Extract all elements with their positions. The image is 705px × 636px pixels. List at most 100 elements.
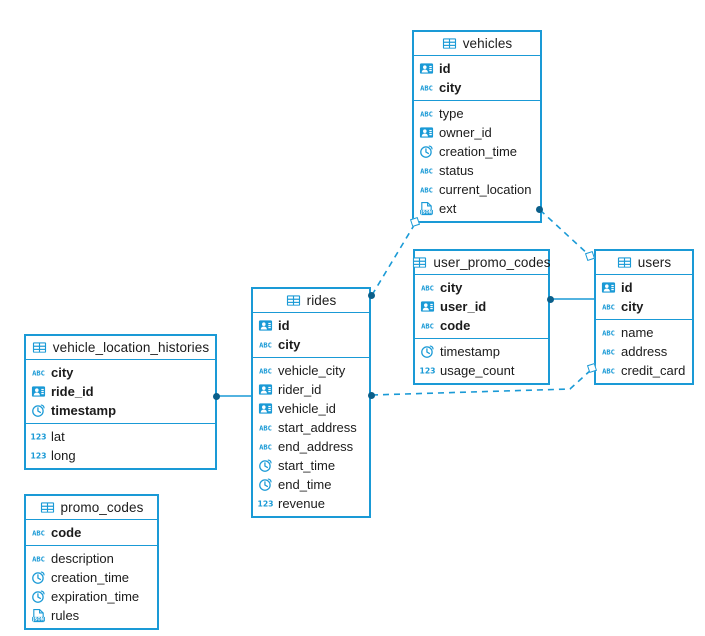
column-name: city bbox=[621, 299, 644, 314]
table-header[interactable]: user_promo_codes bbox=[413, 251, 550, 275]
pk-column-row[interactable]: user_id bbox=[415, 297, 548, 316]
column-row[interactable]: rider_id bbox=[253, 380, 369, 399]
svg-text:ABC: ABC bbox=[32, 529, 45, 538]
column-name: address bbox=[621, 344, 668, 359]
column-name: usage_count bbox=[440, 363, 515, 378]
column-row[interactable]: creation_time bbox=[26, 568, 157, 587]
column-row[interactable]: creation_time bbox=[414, 142, 540, 161]
table-header[interactable]: promo_codes bbox=[26, 496, 157, 520]
table-grid-icon bbox=[40, 500, 55, 515]
pk-column-row[interactable]: id bbox=[253, 316, 369, 335]
json-document-icon: JSON bbox=[419, 201, 434, 216]
svg-text:123: 123 bbox=[31, 452, 46, 461]
abc-string-icon: ABC bbox=[601, 299, 616, 314]
svg-text:ABC: ABC bbox=[420, 110, 433, 119]
column-name: creation_time bbox=[51, 570, 130, 585]
column-name: type bbox=[439, 106, 464, 121]
pk-column-row[interactable]: ABC city bbox=[596, 297, 692, 316]
table-name: vehicle_location_histories bbox=[52, 340, 210, 355]
table-header[interactable]: rides bbox=[253, 289, 369, 313]
column-name: end_address bbox=[278, 439, 354, 454]
abc-string-icon: ABC bbox=[419, 163, 434, 178]
123-number-icon: 123 bbox=[31, 429, 46, 444]
column-row[interactable]: ABC address bbox=[596, 342, 692, 361]
column-name: rules bbox=[51, 608, 80, 623]
column-row[interactable]: vehicle_id bbox=[253, 399, 369, 418]
clock-timestamp-icon bbox=[31, 570, 46, 585]
svg-text:ABC: ABC bbox=[420, 167, 433, 176]
table-header[interactable]: users bbox=[596, 251, 692, 275]
table-header[interactable]: vehicles bbox=[414, 32, 540, 56]
abc-string-icon: ABC bbox=[420, 280, 435, 295]
clock-timestamp-icon bbox=[419, 144, 434, 159]
column-row[interactable]: 123 long bbox=[26, 446, 215, 465]
pk-column-row[interactable]: id bbox=[414, 59, 540, 78]
abc-string-icon: ABC bbox=[601, 363, 616, 378]
pk-column-row[interactable]: ABC city bbox=[415, 278, 548, 297]
column-name: end_time bbox=[278, 477, 332, 492]
column-name: expiration_time bbox=[51, 589, 140, 604]
column-row[interactable]: end_time bbox=[253, 475, 369, 494]
column-name: vehicle_id bbox=[278, 401, 336, 416]
column-row[interactable]: start_time bbox=[253, 456, 369, 475]
column-name: long bbox=[51, 448, 76, 463]
pk-column-row[interactable]: ABC city bbox=[253, 335, 369, 354]
key-id-icon bbox=[419, 125, 434, 140]
key-id-icon bbox=[258, 401, 273, 416]
abc-string-icon: ABC bbox=[601, 344, 616, 359]
pk-column-row[interactable]: timestamp bbox=[26, 401, 215, 420]
table-name: vehicles bbox=[462, 36, 513, 51]
key-id-icon bbox=[258, 382, 273, 397]
column-row[interactable]: owner_id bbox=[414, 123, 540, 142]
edge-endpoint-dot bbox=[547, 296, 554, 303]
column-row[interactable]: ABC type bbox=[414, 104, 540, 123]
column-row[interactable]: expiration_time bbox=[26, 587, 157, 606]
pk-column-row[interactable]: ride_id bbox=[26, 382, 215, 401]
column-name: city bbox=[51, 365, 74, 380]
abc-string-icon: ABC bbox=[419, 80, 434, 95]
column-row[interactable]: timestamp bbox=[415, 342, 548, 361]
abc-string-icon: ABC bbox=[31, 551, 46, 566]
table-header[interactable]: vehicle_location_histories bbox=[26, 336, 215, 360]
column-name: city bbox=[440, 280, 463, 295]
svg-text:123: 123 bbox=[31, 433, 46, 442]
column-name: current_location bbox=[439, 182, 532, 197]
edge-endpoint-dot bbox=[368, 292, 375, 299]
column-name: id bbox=[439, 61, 451, 76]
pk-column-row[interactable]: id bbox=[596, 278, 692, 297]
svg-text:ABC: ABC bbox=[259, 367, 272, 376]
pk-column-row[interactable]: ABC city bbox=[26, 363, 215, 382]
svg-text:ABC: ABC bbox=[32, 369, 45, 378]
column-name: id bbox=[621, 280, 633, 295]
abc-string-icon: ABC bbox=[258, 337, 273, 352]
abc-string-icon: ABC bbox=[258, 420, 273, 435]
svg-text:ABC: ABC bbox=[259, 341, 272, 350]
column-name: city bbox=[278, 337, 301, 352]
